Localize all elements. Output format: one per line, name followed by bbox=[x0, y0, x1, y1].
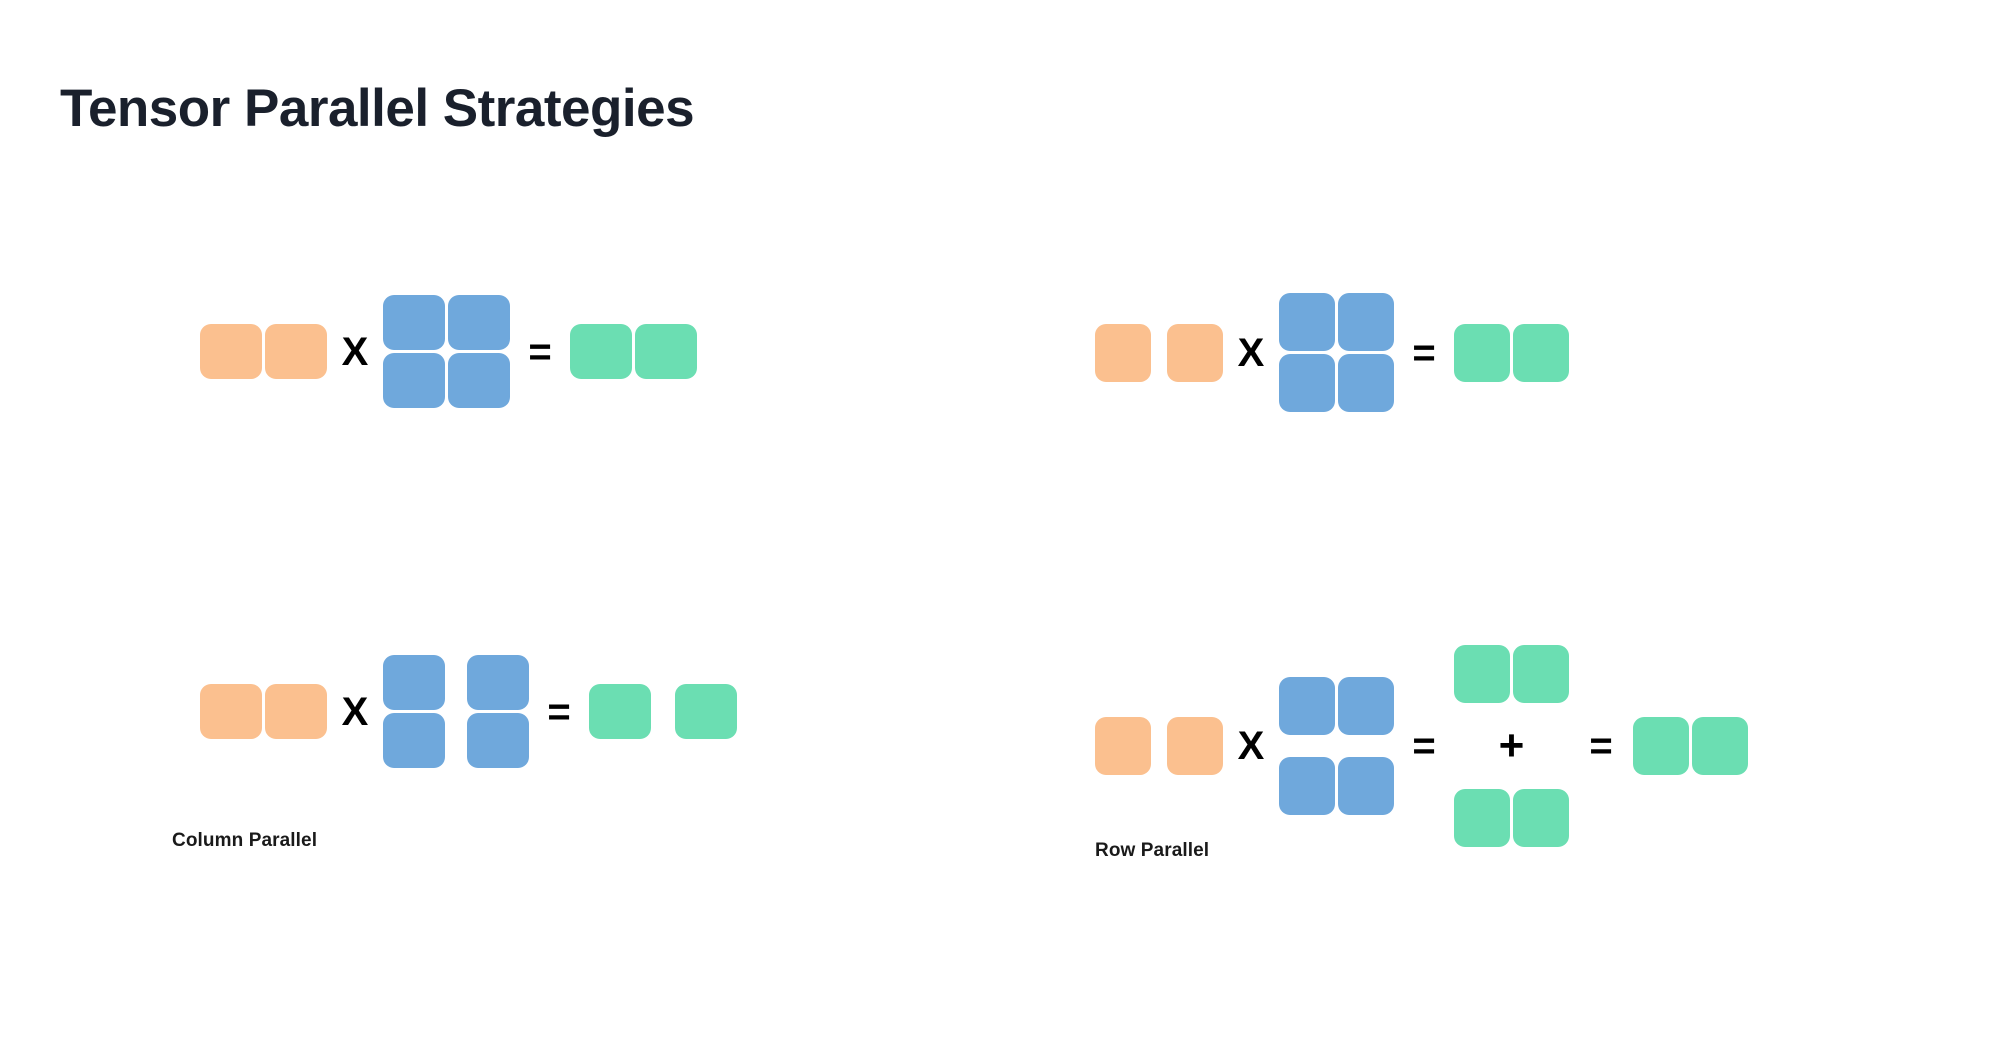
equals-operator: = bbox=[1412, 724, 1436, 768]
partial-output-matrix-bottom bbox=[1454, 789, 1569, 847]
input-activations-matrix bbox=[1095, 717, 1223, 775]
matrix-cell bbox=[1167, 323, 1223, 382]
matrix-cell bbox=[383, 713, 445, 768]
page-title: Tensor Parallel Strategies bbox=[60, 78, 695, 138]
multiply-operator: X bbox=[1237, 724, 1265, 768]
matrix-cell bbox=[1513, 789, 1569, 847]
equals-operator: = bbox=[547, 689, 571, 734]
matrix-cell bbox=[1513, 645, 1569, 703]
matrix-cell bbox=[1338, 293, 1394, 351]
matrix-cell bbox=[383, 655, 445, 710]
column-parallel-row-sharded: X = bbox=[200, 655, 737, 768]
input-activations-matrix bbox=[1095, 323, 1223, 382]
matrix-cell bbox=[1692, 717, 1748, 775]
partial-outputs-stack: + bbox=[1454, 645, 1569, 847]
weight-matrix bbox=[1279, 293, 1394, 412]
row-parallel-row-sharded: X = + = bbox=[1095, 645, 1748, 847]
weight-matrix-column-sharded bbox=[383, 655, 529, 768]
output-matrix bbox=[1454, 323, 1569, 382]
multiply-operator: X bbox=[1237, 330, 1265, 375]
row-parallel-row-unsharded: X = bbox=[1095, 293, 1569, 412]
column-parallel-row-unsharded: X = bbox=[200, 295, 697, 408]
matrix-cell bbox=[1279, 293, 1335, 351]
matrix-cell bbox=[200, 684, 262, 739]
matrix-cell bbox=[200, 324, 262, 379]
matrix-cell bbox=[1633, 717, 1689, 775]
equals-operator: = bbox=[528, 329, 552, 374]
matrix-cell bbox=[1338, 354, 1394, 412]
matrix-cell bbox=[1279, 354, 1335, 412]
partial-output-matrix-top bbox=[1454, 645, 1569, 703]
matrix-cell bbox=[1454, 789, 1510, 847]
weight-matrix-row-sharded bbox=[1279, 677, 1394, 815]
caption-row-parallel: Row Parallel bbox=[1095, 840, 1210, 861]
matrix-cell bbox=[1279, 757, 1335, 815]
matrix-cell bbox=[1167, 717, 1223, 775]
matrix-cell bbox=[1338, 757, 1394, 815]
matrix-cell bbox=[589, 684, 651, 739]
equals-operator-final: = bbox=[1589, 724, 1613, 768]
matrix-cell bbox=[675, 684, 737, 739]
output-matrix-column-sharded bbox=[589, 684, 737, 739]
input-activations-matrix bbox=[200, 684, 327, 739]
matrix-cell bbox=[1095, 717, 1151, 775]
matrix-cell bbox=[265, 684, 327, 739]
matrix-cell bbox=[467, 713, 529, 768]
matrix-cell bbox=[635, 324, 697, 379]
matrix-cell bbox=[1454, 645, 1510, 703]
input-activations-matrix bbox=[200, 324, 327, 379]
matrix-cell bbox=[1095, 323, 1151, 382]
matrix-cell bbox=[1513, 323, 1569, 382]
matrix-cell bbox=[467, 655, 529, 710]
matrix-cell bbox=[448, 353, 510, 408]
multiply-operator: X bbox=[341, 689, 369, 734]
matrix-cell bbox=[383, 353, 445, 408]
multiply-operator: X bbox=[341, 329, 369, 374]
matrix-cell bbox=[1279, 677, 1335, 735]
equals-operator: = bbox=[1412, 330, 1436, 375]
output-matrix-reduced bbox=[1633, 717, 1748, 775]
plus-operator: + bbox=[1498, 721, 1525, 770]
matrix-cell bbox=[1454, 323, 1510, 382]
output-matrix bbox=[570, 324, 697, 379]
matrix-cell bbox=[1338, 677, 1394, 735]
matrix-cell bbox=[570, 324, 632, 379]
caption-column-parallel: Column Parallel bbox=[172, 830, 318, 851]
matrix-cell bbox=[265, 324, 327, 379]
matrix-cell bbox=[448, 295, 510, 350]
matrix-cell bbox=[383, 295, 445, 350]
weight-matrix bbox=[383, 295, 510, 408]
